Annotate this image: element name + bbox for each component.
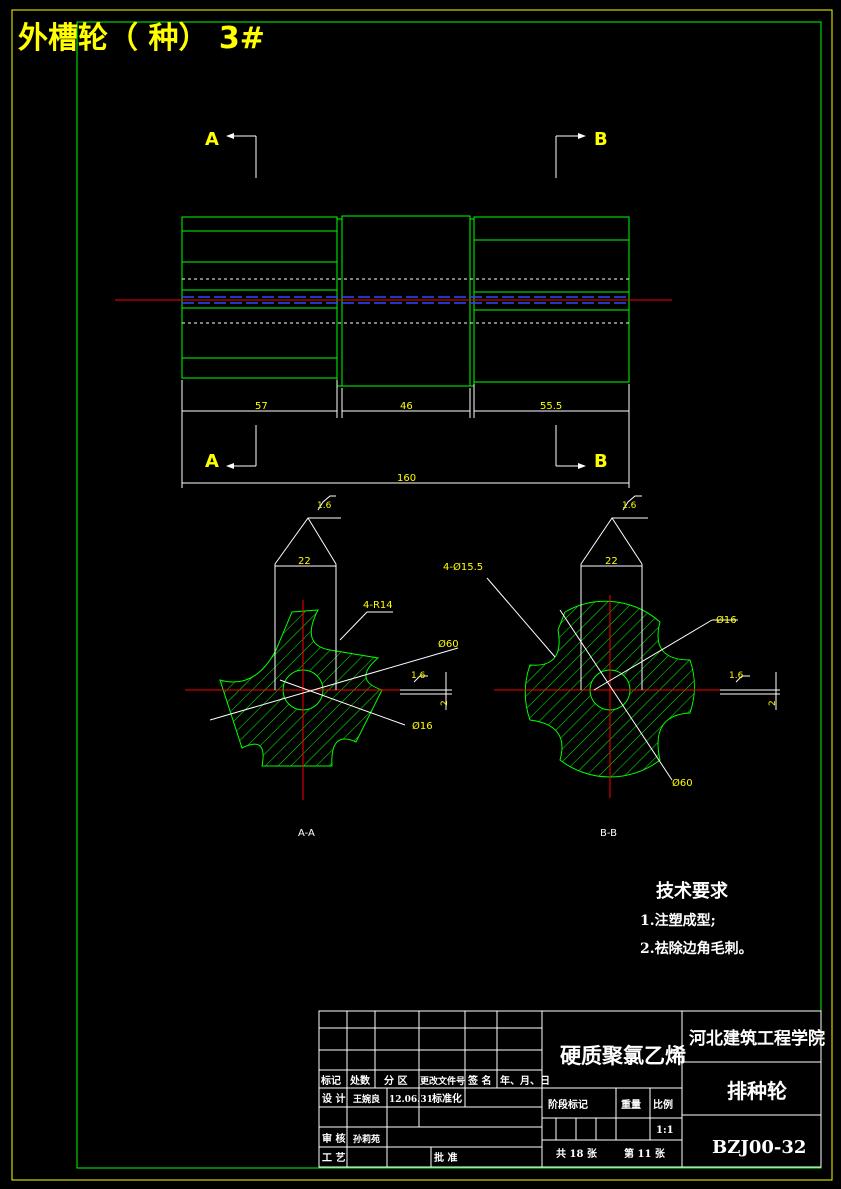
tb-checker: 孙莉苑 xyxy=(353,1133,380,1145)
dim-d16-b: Ø16 xyxy=(716,614,737,626)
roughness-3: 1.6 xyxy=(622,501,637,511)
tb-bili: 比例 xyxy=(653,1098,673,1111)
tb-gongyi: 工 艺 xyxy=(322,1151,345,1164)
tb-jieduan: 阶段标记 xyxy=(548,1098,588,1111)
tech-req-item-1: 1.注塑成型; xyxy=(640,912,716,929)
tb-h-biaoji: 标记 xyxy=(320,1074,341,1087)
roughness-4: 1.6 xyxy=(729,671,744,681)
tb-zhongliang: 重量 xyxy=(621,1098,641,1111)
dim-22-b: 22 xyxy=(605,556,618,567)
section-label-b-b: B-B xyxy=(600,828,617,839)
tb-h-chushu: 处数 xyxy=(349,1074,371,1087)
dim-22-a: 22 xyxy=(298,556,311,567)
inner-border xyxy=(76,21,822,1169)
tb-biaozhunhua: 标准化 xyxy=(431,1092,462,1105)
tb-h-qianming: 签 名 xyxy=(467,1074,491,1087)
section-b-b-annotations xyxy=(486,495,750,781)
tb-sheet-no: 第 11 张 xyxy=(624,1147,666,1160)
tb-date: 12.06.31 xyxy=(389,1095,433,1105)
dim-d16-a: Ø16 xyxy=(412,720,433,732)
tb-part-name: 排种轮 xyxy=(727,1079,787,1103)
section-mark-a-bottom: A xyxy=(205,451,219,472)
tb-material: 硬质聚氯乙烯 xyxy=(560,1043,686,1068)
roughness-2: 1.6 xyxy=(411,671,426,681)
section-marks xyxy=(230,135,582,467)
dim-r14: 4-R14 xyxy=(363,600,393,611)
dim-57: 57 xyxy=(255,401,268,412)
tb-scale: 1:1 xyxy=(656,1125,674,1136)
roughness-1: 1.6 xyxy=(317,501,332,511)
section-a-a xyxy=(185,600,452,800)
header-title: 外槽轮（ 种） 3# xyxy=(18,21,265,56)
front-view xyxy=(181,215,630,387)
tb-sheets: 共 18 张 xyxy=(556,1147,598,1160)
tb-h-nianyueri: 年、月、日 xyxy=(500,1074,550,1087)
tech-req-item-2: 2.祛除边角毛刺。 xyxy=(640,940,753,957)
dim-46: 46 xyxy=(400,401,413,412)
dim-d60-a: Ø60 xyxy=(438,638,459,650)
front-view-dimensions xyxy=(181,380,630,488)
dim-4-d15-5: 4-Ø15.5 xyxy=(443,561,483,573)
tb-pizhun: 批 准 xyxy=(434,1151,457,1164)
section-label-a-a: A-A xyxy=(298,828,315,839)
title-block xyxy=(318,1010,822,1168)
section-b-b xyxy=(494,595,780,798)
tech-req-title: 技术要求 xyxy=(656,880,729,902)
tb-designer: 王婉良 xyxy=(353,1093,380,1105)
dim-v2-a: 2 xyxy=(440,700,450,706)
dim-160: 160 xyxy=(397,473,416,484)
section-mark-b-top: B xyxy=(594,129,608,150)
tb-shenhe: 审 核 xyxy=(322,1132,345,1145)
tb-h-fenqu: 分 区 xyxy=(384,1074,407,1087)
tb-sheji: 设 计 xyxy=(322,1092,345,1105)
tb-drawing-no: BZJ00-32 xyxy=(712,1137,806,1158)
section-mark-b-bottom: B xyxy=(594,451,608,472)
section-mark-a-top: A xyxy=(205,129,219,150)
dim-v2-b: 2 xyxy=(768,700,778,706)
dim-d60-b: Ø60 xyxy=(672,777,693,789)
outer-border xyxy=(11,9,833,1181)
dim-55-5: 55.5 xyxy=(540,401,562,412)
tb-h-gengai: 更改文件号 xyxy=(420,1075,465,1087)
tb-school: 河北建筑工程学院 xyxy=(689,1028,825,1049)
section-a-a-annotations xyxy=(209,495,459,726)
